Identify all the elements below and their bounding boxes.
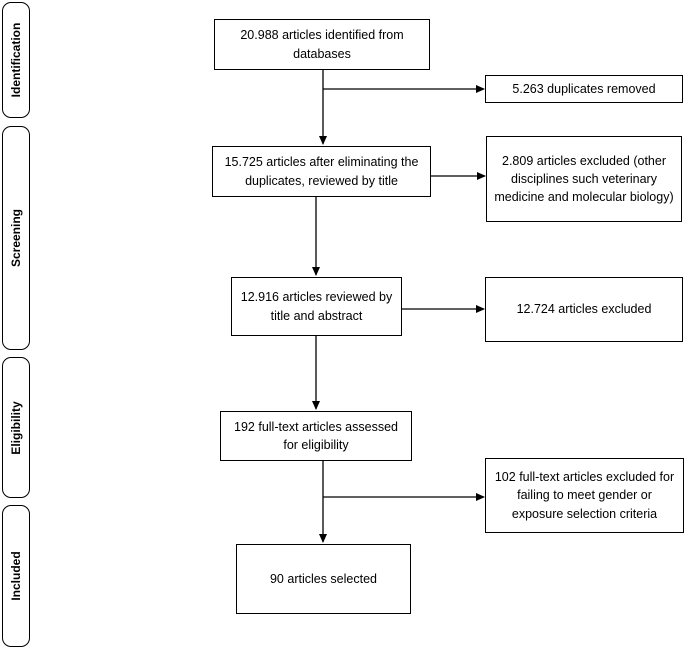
box-fulltext-excluded: 102 full-text articles excluded for fail… <box>485 458 684 533</box>
box-reviewed-abstract: 12.916 articles reviewed by title and ab… <box>231 277 402 336</box>
phase-identification: Identification <box>2 2 30 118</box>
box-excluded-title: 2.809 articles excluded (other disciplin… <box>486 136 682 222</box>
box-duplicates-removed: 5.263 duplicates removed <box>485 75 683 103</box>
phase-screening: Screening <box>2 126 30 350</box>
phase-included: Included <box>2 505 30 647</box>
box-articles-selected: 90 articles selected <box>236 544 411 614</box>
box-articles-identified: 20.988 articles identified from database… <box>214 19 430 70</box>
phase-eligibility: Eligibility <box>2 357 30 498</box>
box-fulltext-assessed: 192 full-text articles assessed for elig… <box>220 411 412 461</box>
box-excluded-abstract: 12.724 articles excluded <box>485 277 683 342</box>
box-after-duplicates: 15.725 articles after eliminating the du… <box>212 146 431 197</box>
